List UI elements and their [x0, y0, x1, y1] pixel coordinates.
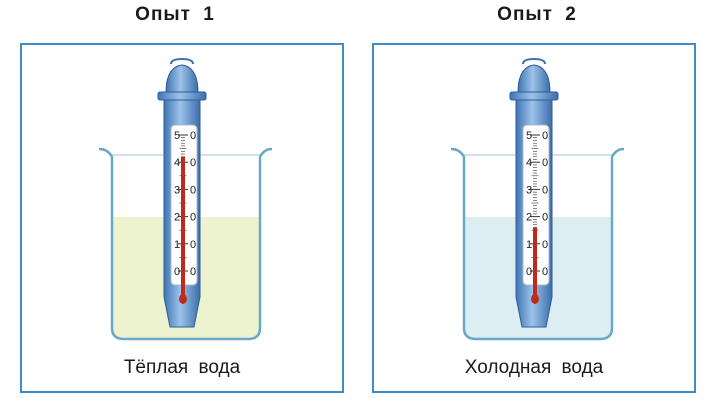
exp1-scale-label: 5: [174, 130, 180, 142]
exp2-scale-label-zero: 0: [542, 184, 548, 196]
exp2-scale-label: 0: [526, 266, 532, 278]
exp1-scale-label-zero: 0: [190, 184, 196, 196]
exp2-scale-label: 4: [526, 157, 532, 169]
exp2-mercury-bulb: [531, 294, 539, 304]
exp2-scale-label-zero: 0: [542, 212, 548, 224]
exp1-cap-loop: [170, 57, 194, 65]
exp1-collar: [157, 91, 207, 101]
exp2-cap: [517, 64, 551, 94]
exp1-scale-label-zero: 0: [190, 212, 196, 224]
exp1-scale-label: 1: [174, 239, 180, 251]
exp2-collar: [509, 91, 559, 101]
exp1-scale-label-zero: 0: [190, 130, 196, 142]
exp1-scale-label: 2: [174, 212, 180, 224]
exp1-mercury-bulb: [179, 294, 187, 304]
exp2-cap-loop: [522, 57, 546, 65]
exp2-scale-label-zero: 0: [542, 239, 548, 251]
exp1-scale-label-zero: 0: [190, 157, 196, 169]
exp2-mercury-column: [533, 227, 537, 297]
exp2-scale-label-zero: 0: [542, 157, 548, 169]
exp2-scale-label: 5: [526, 130, 532, 142]
exp2-scale-label: 3: [526, 184, 532, 196]
exp2-scale-label: 2: [526, 212, 532, 224]
experiment-2-caption: Холодная вода: [464, 357, 604, 378]
exp2-beaker-outline: [450, 147, 625, 341]
exp2-scale-label-zero: 0: [542, 266, 548, 278]
exp1-scale-label: 4: [174, 157, 180, 169]
exp1-scale-label-zero: 0: [190, 266, 196, 278]
exp2-scale-label: 1: [526, 239, 532, 251]
experiment-1-title: Опыт 1: [135, 4, 215, 25]
experiment-1-caption: Тёплая вода: [123, 357, 241, 378]
exp1-cap: [165, 64, 199, 94]
exp2-scale-label-zero: 0: [542, 130, 548, 142]
experiment-2-title: Опыт 2: [497, 4, 577, 25]
exp1-mercury-column: [181, 156, 185, 297]
exp1-scale-label: 3: [174, 184, 180, 196]
exp1-beaker-outline: [98, 147, 273, 341]
exp1-scale-label-zero: 0: [190, 239, 196, 251]
exp1-scale-label: 0: [174, 266, 180, 278]
